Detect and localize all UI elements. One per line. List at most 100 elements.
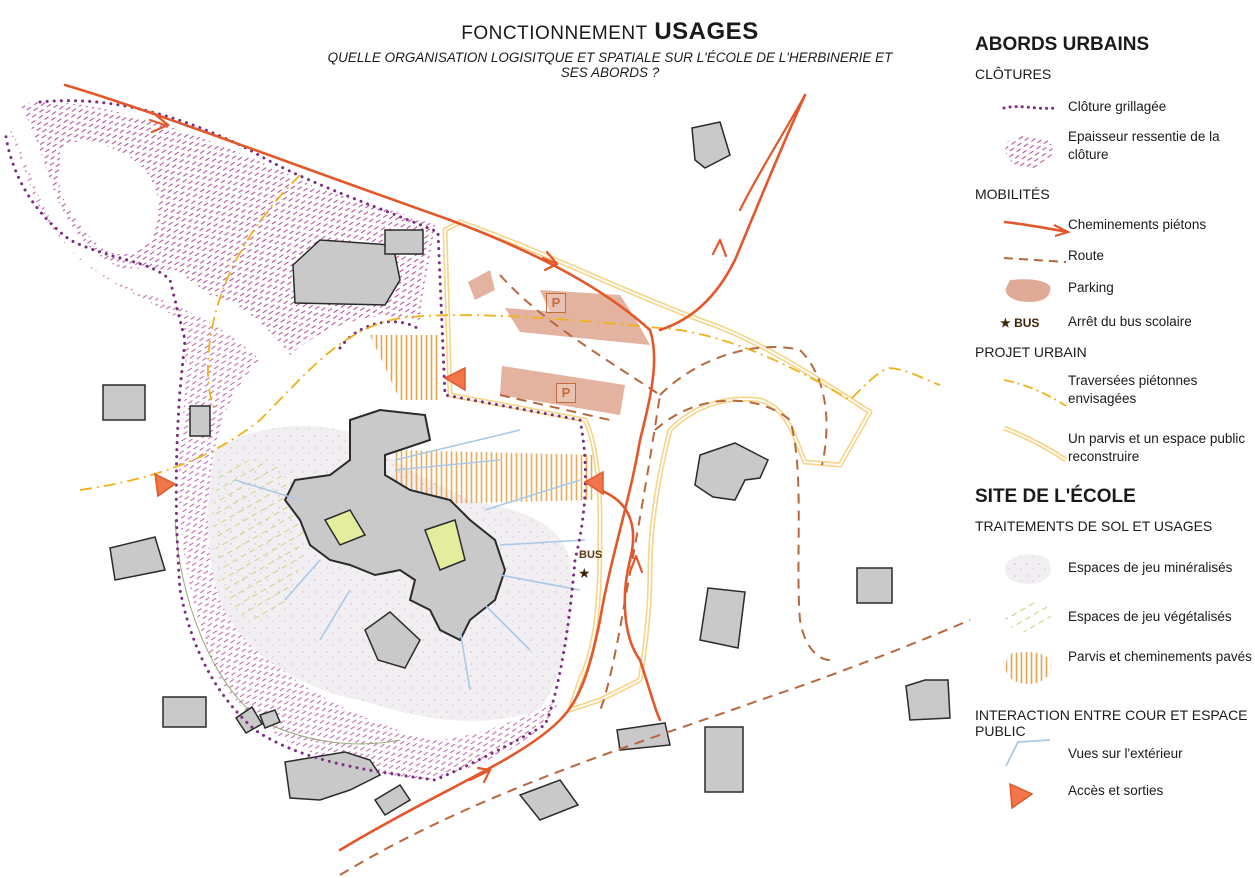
building-south-cluster bbox=[284, 751, 382, 801]
legend-label-parvis: Un parvis et un espace public reconstrui… bbox=[1068, 431, 1246, 464]
legend-item-bus: ★ BUS Arrêt du bus scolaire bbox=[975, 312, 1255, 352]
legend-section-site: SITE DE L'ÉCOLE bbox=[975, 486, 1136, 507]
legend-item-fence: Clôture grillagée bbox=[975, 96, 1255, 136]
legend-label-crossings: Traversées piétonnes envisagées bbox=[1068, 373, 1198, 406]
road-south bbox=[339, 619, 971, 876]
green-hatch-blob-icon bbox=[1005, 602, 1051, 632]
paved-path-east bbox=[395, 450, 600, 505]
title-prefix: FONCTIONNEMENT bbox=[461, 23, 648, 44]
school-annex bbox=[364, 611, 421, 669]
dashed-line-icon bbox=[1003, 257, 1067, 263]
legend-item-crossings: Traversées piétonnes envisagées bbox=[975, 372, 1255, 412]
pedestrian-paths bbox=[63, 83, 807, 852]
view-line-8 bbox=[284, 559, 321, 601]
building-sw-3 bbox=[259, 709, 281, 729]
legend-sub-mobilites: MOBILITÉS bbox=[975, 186, 1050, 202]
parking-badge-1: P bbox=[546, 293, 566, 313]
building-nw-large bbox=[292, 239, 401, 306]
double-line-icon bbox=[1003, 425, 1068, 463]
legend-item-paths: Cheminements piétons bbox=[975, 214, 1255, 254]
bus-legend-text: ★ BUS bbox=[1000, 316, 1039, 330]
blue-line-icon bbox=[1005, 739, 1051, 767]
legend-item-access: Accès et sorties bbox=[975, 778, 1255, 818]
school-main-block bbox=[283, 408, 507, 642]
legend-label-paved: Parvis et cheminements pavés bbox=[1068, 649, 1252, 664]
path-east bbox=[598, 488, 662, 722]
hatch-blob-icon bbox=[1005, 135, 1053, 168]
road-east bbox=[654, 399, 831, 661]
legend-label-views: Vues sur l'extérieur bbox=[1068, 746, 1183, 761]
parvis-inner-line bbox=[444, 221, 871, 711]
parking-blob-icon bbox=[1005, 279, 1051, 302]
access-triangle-north bbox=[443, 366, 466, 392]
access-triangle-east bbox=[583, 470, 604, 496]
planned-crossings bbox=[79, 174, 941, 491]
paved-parvis-north bbox=[370, 335, 440, 400]
buildings bbox=[102, 121, 951, 821]
fences bbox=[3, 99, 587, 782]
parking-badge-2: P bbox=[556, 383, 576, 403]
legend-label-parking: Parking bbox=[1068, 280, 1114, 295]
orange-stripe-blob-icon bbox=[1005, 652, 1051, 684]
triangle-marker-icon bbox=[1009, 782, 1034, 810]
view-line-4 bbox=[499, 539, 586, 546]
bus-stop-marker: ★ bbox=[578, 566, 591, 582]
dotted-line-icon bbox=[1002, 105, 1057, 110]
legend-item-mineral: Espaces de jeu minéralisés bbox=[975, 548, 1255, 588]
parvis-outline bbox=[442, 219, 873, 713]
building-east-4 bbox=[905, 679, 951, 721]
legend-label-bus: Arrêt du bus scolaire bbox=[1068, 314, 1192, 329]
parking-lot-3 bbox=[500, 366, 625, 415]
view-line-6 bbox=[484, 604, 531, 651]
stipple-blob-icon bbox=[1005, 554, 1051, 584]
roads bbox=[339, 274, 971, 876]
view-line-9 bbox=[234, 479, 301, 501]
path-arrow-3 bbox=[711, 238, 728, 258]
vegetal-play-area bbox=[213, 460, 304, 621]
school-patio-2 bbox=[424, 519, 466, 571]
crossing-north bbox=[207, 174, 301, 411]
building-sw-2 bbox=[234, 705, 264, 734]
building-south-4 bbox=[704, 726, 744, 793]
fence-grillage-inner bbox=[338, 320, 422, 350]
legend-item-paved: Parvis et cheminements pavés bbox=[975, 646, 1255, 686]
legend-label-road: Route bbox=[1068, 248, 1105, 263]
legend-item-fence-thickness: Epaisseur ressentie de la clôture bbox=[975, 128, 1255, 168]
legend-label-vegetal: Espaces de jeu végétalisés bbox=[1068, 609, 1232, 624]
view-line-5 bbox=[499, 574, 581, 591]
hatch-clearing bbox=[60, 141, 159, 255]
legend-label-fence-thickness: Epaisseur ressentie de la clôture bbox=[1068, 129, 1220, 162]
bus-stop-label: BUS bbox=[579, 549, 603, 561]
parking-lot-4 bbox=[468, 270, 495, 300]
view-line-10 bbox=[319, 589, 351, 641]
building-south-3 bbox=[616, 722, 671, 751]
road-parking-edge bbox=[499, 394, 611, 421]
path-north-east bbox=[658, 93, 807, 332]
building-north bbox=[691, 121, 731, 169]
legend-sub-traitements: TRAITEMENTS DE SOL ET USAGES bbox=[975, 518, 1213, 534]
view-line-7 bbox=[459, 629, 471, 691]
parking-lot-2 bbox=[540, 290, 635, 318]
legend-item-road: Route bbox=[975, 246, 1255, 286]
road-parking bbox=[499, 274, 662, 711]
fence-grillage-main bbox=[3, 99, 587, 782]
building-south-small bbox=[373, 783, 412, 817]
view-line-2 bbox=[394, 429, 521, 461]
access-points bbox=[154, 366, 604, 498]
access-triangle-west bbox=[154, 472, 177, 498]
building-sw-1 bbox=[162, 696, 207, 728]
exterior-views bbox=[234, 429, 586, 691]
dashdot-line-icon bbox=[1003, 379, 1067, 407]
legend-sub-clotures: CLÔTURES bbox=[975, 66, 1052, 82]
page-title: FONCTIONNEMENT USAGES bbox=[330, 18, 890, 46]
legend-label-paths: Cheminements piétons bbox=[1068, 217, 1207, 232]
path-arrow-1 bbox=[148, 110, 171, 134]
bus-star-legend-icon: ★ BUS bbox=[1000, 316, 1039, 330]
title-bold: USAGES bbox=[654, 18, 759, 45]
legend-sub-interaction: INTERACTION ENTRE COUR ET ESPACE PUBLIC bbox=[975, 707, 1248, 739]
legend-item-parvis: Un parvis et un espace public reconstrui… bbox=[975, 422, 1255, 464]
legend-label-access: Accès et sorties bbox=[1068, 783, 1164, 798]
school-patio-1 bbox=[323, 509, 367, 546]
legend-item-parking: Parking bbox=[975, 276, 1255, 316]
